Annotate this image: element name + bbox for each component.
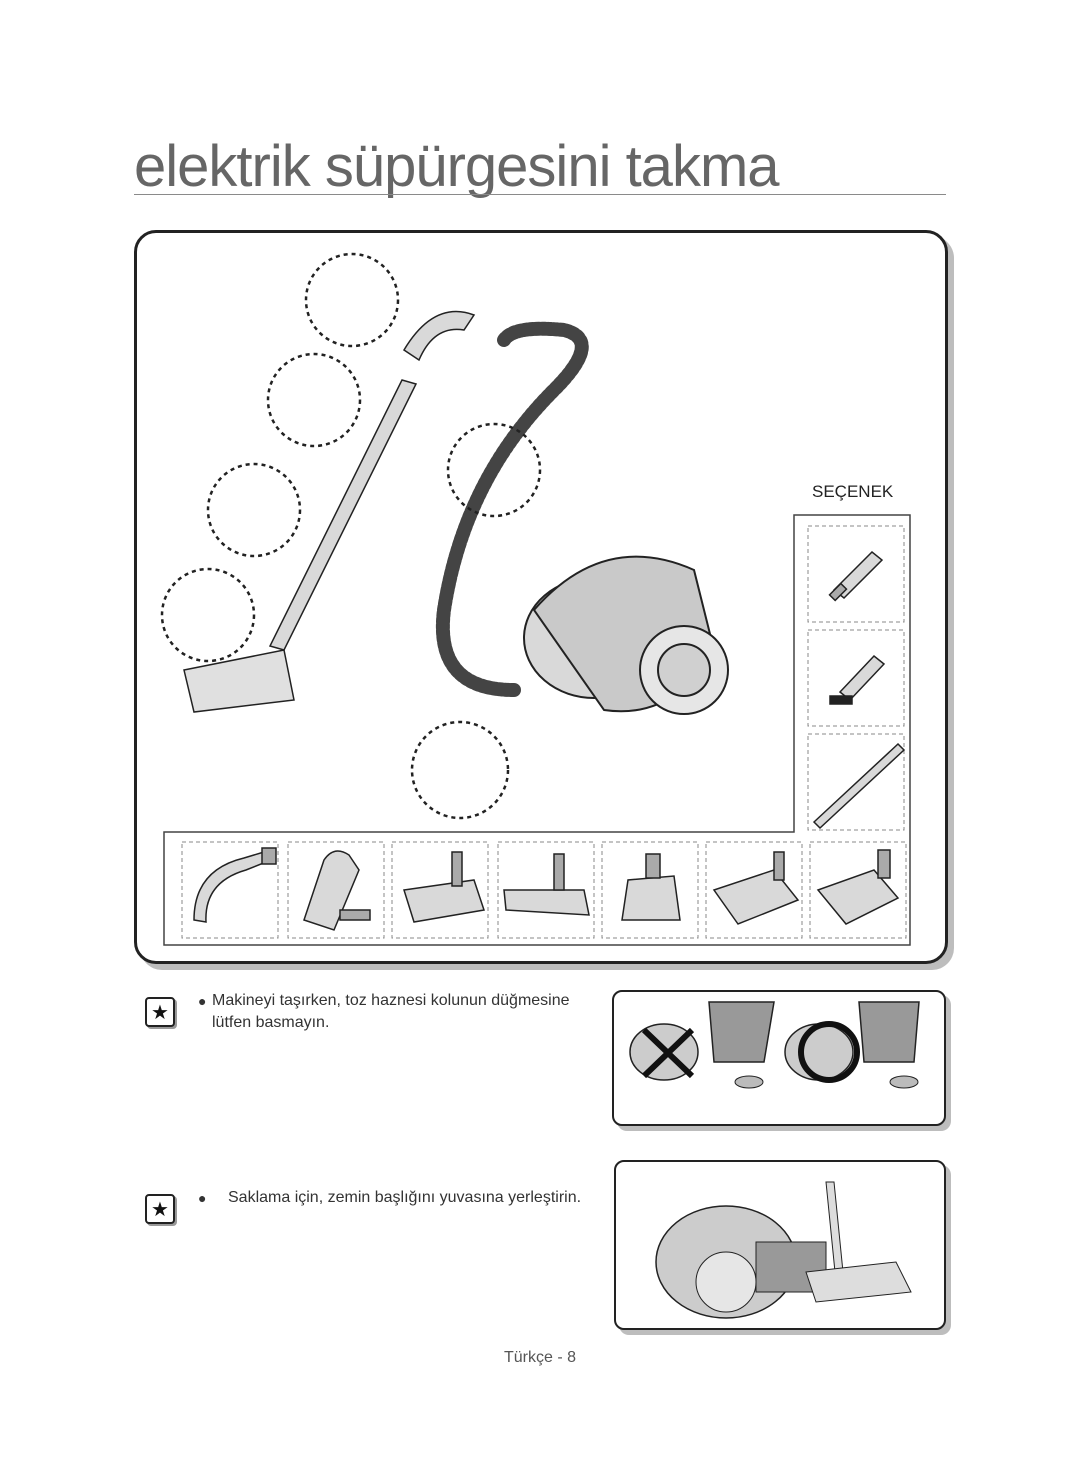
power-brush-icon: [816, 849, 900, 925]
extension-tube-icon: [812, 742, 906, 830]
hose-handle-icon: [193, 847, 277, 923]
note-2-text: Saklama için, zemin başlığını yuvasına y…: [228, 1187, 608, 1209]
storage-illustration-panel: [614, 1160, 946, 1330]
note-1-line-2: lütfen basmayın.: [212, 1014, 330, 1031]
detail-circles: [160, 252, 542, 820]
accessory-boxes: [181, 525, 907, 939]
floor-brush-icon-2: [503, 853, 590, 916]
title-rule: [134, 194, 946, 195]
vacuum-assembly-diagram: [160, 252, 911, 946]
vacuum-body-icon: [523, 555, 729, 715]
pet-brush-icon: [712, 851, 800, 925]
bullet-icon: ●: [198, 1190, 207, 1206]
note-1-line-1: Makineyi taşırken, toz haznesi kolunun d…: [212, 992, 570, 1009]
floor-brush-icon-1: [403, 851, 485, 923]
note-1-text: Makineyi taşırken, toz haznesi kolunun d…: [212, 990, 632, 1034]
carry-illustration: [629, 1001, 920, 1089]
star-note-icon: ★: [145, 1194, 175, 1224]
brush-tool-icon: [829, 654, 886, 705]
wand-icon: [183, 310, 476, 713]
note-2-line-1: Saklama için, zemin başlığını yuvasına y…: [228, 1189, 582, 1206]
wrong-mark: [641, 1027, 695, 1079]
storage-illustration: [655, 1181, 912, 1319]
page-title: elektrik süpürgesini takma: [134, 134, 780, 199]
page-footer: Türkçe - 8: [503, 1349, 576, 1366]
star-note-icon: ★: [145, 997, 175, 1027]
option-label: SEÇENEK: [812, 482, 894, 501]
correct-mark: [798, 1021, 860, 1083]
handle-grip-icon: [303, 850, 371, 931]
carry-illustration-panel: [612, 990, 946, 1126]
bullet-icon: ●: [198, 993, 207, 1009]
turbo-brush-icon: [621, 853, 681, 921]
option-frame: [163, 514, 911, 946]
crevice-tool-icon: [828, 550, 884, 602]
